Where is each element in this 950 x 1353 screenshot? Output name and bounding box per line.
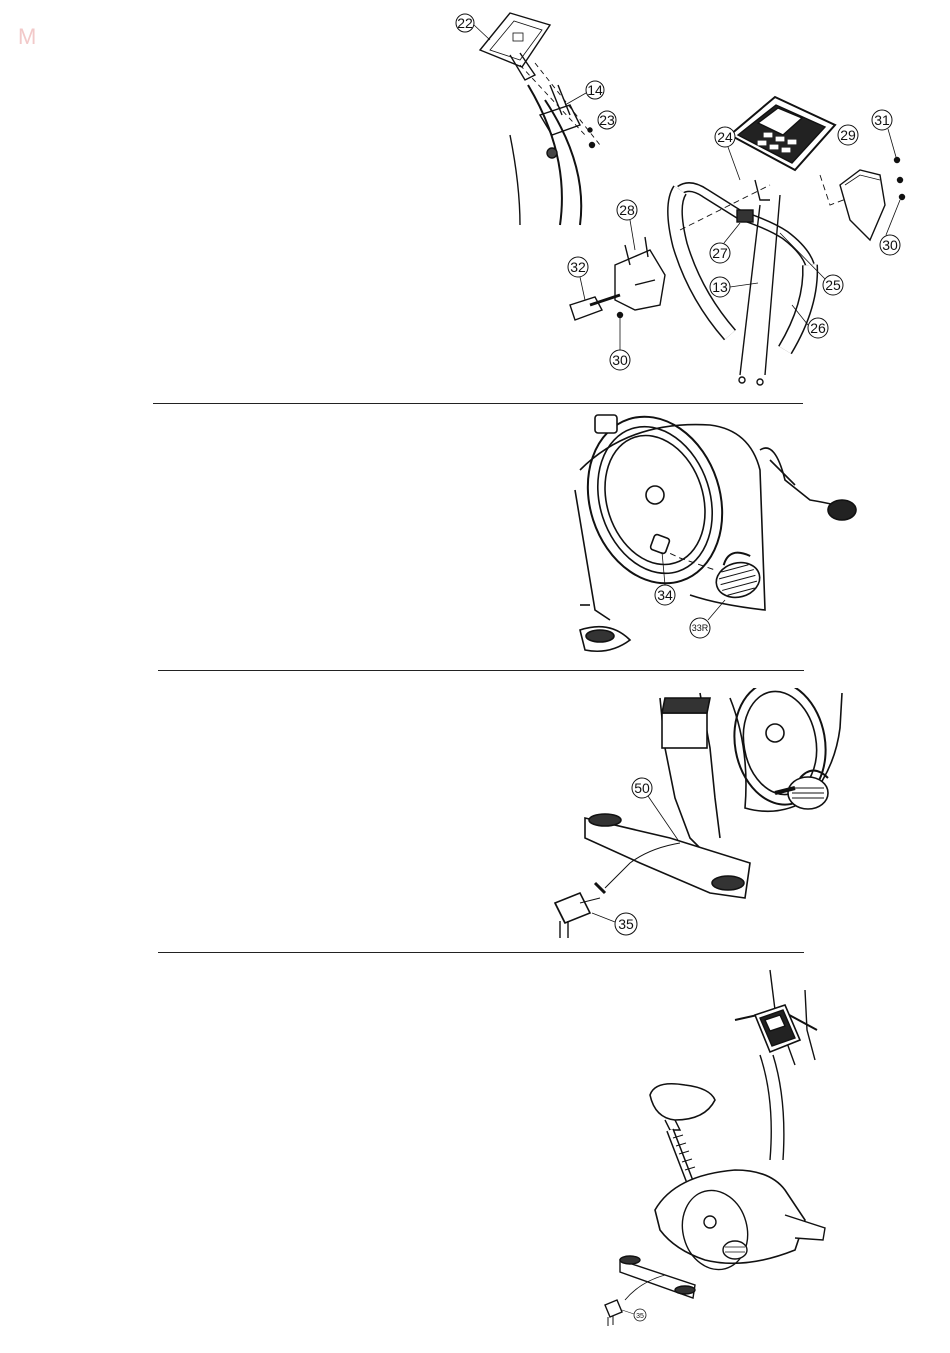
callout-35: 35: [618, 916, 634, 932]
step-4-diagram: 35: [595, 960, 840, 1335]
callout-34: 34: [657, 587, 673, 603]
callout-30-bottom: 30: [612, 352, 628, 368]
callout-14: 14: [587, 82, 603, 98]
callout-26: 26: [810, 320, 826, 336]
pedal-assembly-drawing: 34 33R: [570, 410, 880, 665]
callout-50: 50: [634, 780, 650, 796]
callout-35-small: 35: [636, 1313, 644, 1320]
callout-23: 23: [599, 112, 615, 128]
power-adapter-drawing: 50 35: [550, 688, 850, 946]
step-2-diagram: 34 33R: [570, 410, 880, 665]
step-3-diagram: 50 35: [550, 688, 850, 946]
callout-30-top: 30: [882, 237, 898, 253]
watermark: M: [18, 24, 36, 50]
divider-1: [153, 403, 803, 404]
callouts: 35: [622, 1309, 646, 1321]
callout-32: 32: [570, 259, 586, 275]
callout-13: 13: [712, 279, 728, 295]
callout-27: 27: [712, 245, 728, 261]
callout-25: 25: [825, 277, 841, 293]
callout-24: 24: [717, 129, 733, 145]
divider-3: [158, 952, 804, 953]
assembled-bike-drawing: 35: [595, 960, 840, 1335]
callout-29: 29: [840, 127, 856, 143]
callout-33r: 33R: [692, 623, 709, 633]
handlebar-assembly-drawing: 22 14 23 24 29 31 28 27 30: [440, 5, 910, 390]
callout-31: 31: [874, 112, 890, 128]
divider-2: [158, 670, 804, 671]
step-1-diagram: 22 14 23 24 29 31 28 27 30: [440, 5, 910, 390]
callout-28: 28: [619, 202, 635, 218]
callout-22: 22: [457, 15, 473, 31]
